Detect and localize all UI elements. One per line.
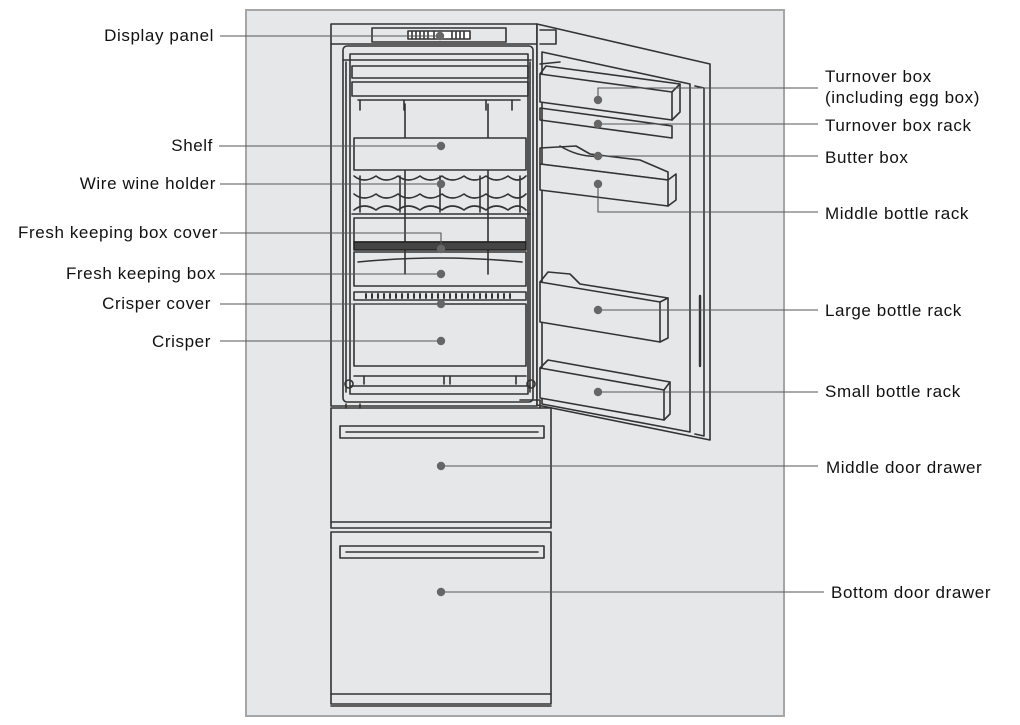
turnover-rack-part <box>539 107 673 139</box>
small-rack-part <box>539 359 671 421</box>
dot-wire-wine-holder <box>436 179 446 189</box>
fridge-door <box>536 23 711 441</box>
crisper-part <box>344 303 536 389</box>
label-shelf: Shelf <box>171 136 213 155</box>
dot-bottom-door-drawer <box>436 587 446 597</box>
dot-large-bottle-rack <box>593 305 603 315</box>
dot-crisper <box>436 336 446 346</box>
label-turnover-box-rack: Turnover box rack <box>825 116 972 135</box>
dot-middle-bottle-rack <box>593 179 603 189</box>
top-shelves <box>351 65 529 111</box>
label-fresh-keeping-box: Fresh keeping box <box>65 264 216 283</box>
label-bottom-door-drawer: Bottom door drawer <box>831 583 992 602</box>
label-crisper: Crisper <box>152 332 211 351</box>
dot-fresh-keeping-box-cover <box>436 244 446 254</box>
label-display-panel: Display panel <box>104 26 214 45</box>
label-fresh-keeping-box-cover: Fresh keeping box cover <box>18 223 218 242</box>
dot-turnover-box <box>593 95 603 105</box>
dot-butter-box <box>593 151 603 161</box>
dot-turnover-box-rack <box>593 119 603 129</box>
leader-fresh-keeping-box-cover <box>220 232 442 249</box>
label-crisper-cover: Crisper cover <box>102 294 211 313</box>
label-middle-door-drawer: Middle door drawer <box>826 458 983 477</box>
wine-holder-part <box>351 175 531 215</box>
label-turnover-box-sub: (including egg box) <box>825 88 981 107</box>
bottom-drawer-part <box>330 531 552 707</box>
label-middle-bottle-rack: Middle bottle rack <box>825 204 970 223</box>
label-turnover-box: Turnover box <box>825 67 932 86</box>
middle-rack-part <box>539 163 677 207</box>
dot-crisper-cover <box>436 299 446 309</box>
label-wire-wine-holder: Wire wine holder <box>79 174 216 193</box>
leader-middle-bottle-rack <box>597 184 818 213</box>
fridge-cabinet <box>330 23 538 407</box>
label-small-bottle-rack: Small bottle rack <box>825 382 961 401</box>
dot-fresh-keeping-box <box>436 269 446 279</box>
label-butter-box: Butter box <box>825 148 909 167</box>
dot-small-bottle-rack <box>593 387 603 397</box>
dot-display-panel <box>435 31 445 41</box>
dot-middle-door-drawer <box>436 461 446 471</box>
dot-shelf <box>436 141 446 151</box>
label-large-bottle-rack: Large bottle rack <box>825 301 962 320</box>
